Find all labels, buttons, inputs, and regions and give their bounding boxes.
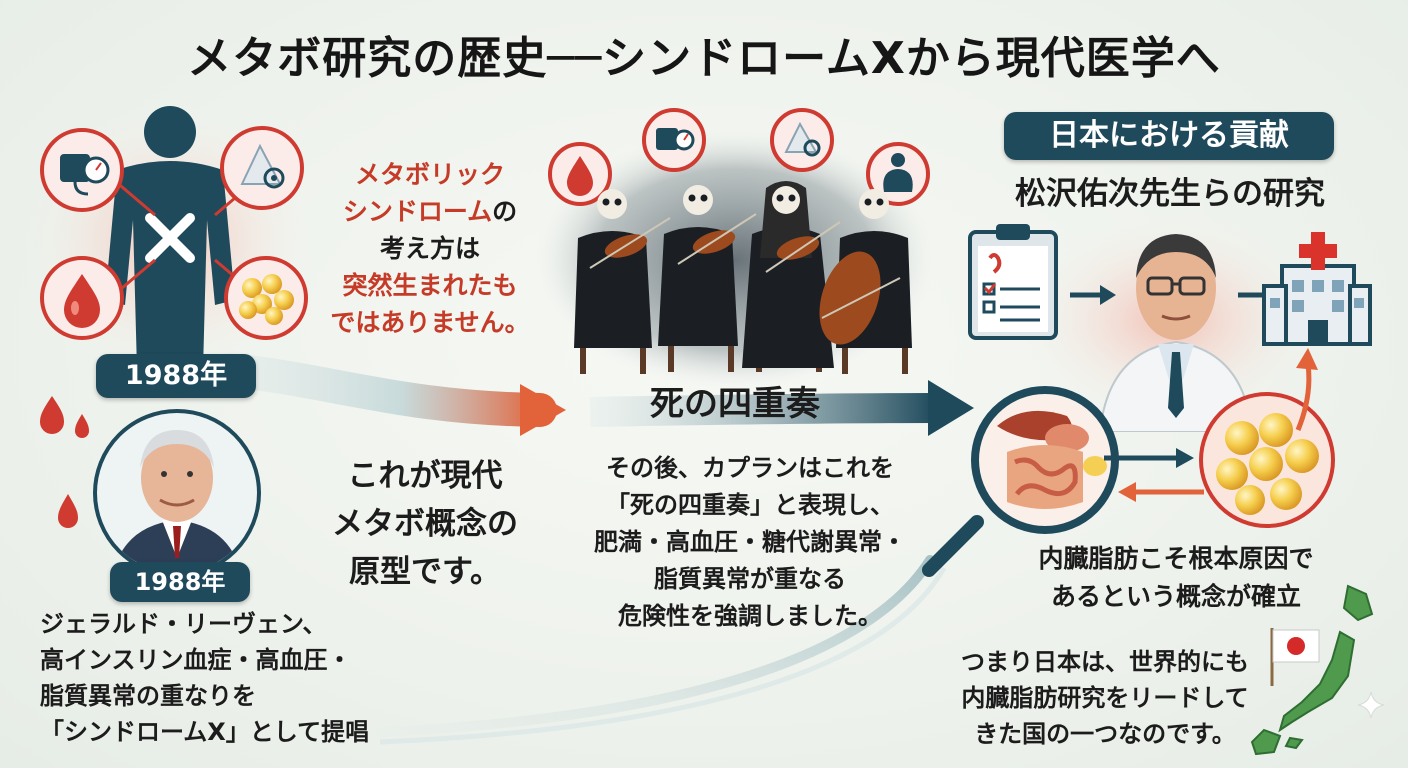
intro-line2: シンドロームの: [300, 193, 560, 230]
doctor-portrait: [1098, 234, 1254, 432]
clipboard-icon: [968, 224, 1058, 340]
visceral-fat-line1: 内臓脂肪こそ根本原因で: [1038, 544, 1314, 573]
sugar-crystal-icon: [220, 126, 304, 210]
conclusion-line1: つまり日本は、世界的にも: [961, 648, 1249, 676]
hospital-icon: [1262, 232, 1372, 346]
intro-line2-rest: の: [492, 197, 518, 226]
prototype-text: これが現代 メタボ概念の 原型です。: [300, 452, 550, 596]
intro-line2-highlight: シンドローム: [342, 197, 493, 226]
intro-line4: 突然生まれたも: [342, 271, 518, 300]
year-badge-top: 1988年: [96, 354, 256, 398]
prototype-line1: これが現代: [347, 458, 503, 494]
kaplan-caption-line1: その後、カプランはこれを: [606, 454, 894, 482]
arrow-clipboard-to-doctor: [1070, 285, 1116, 305]
intro-line3: 考え方は: [379, 234, 480, 263]
sugar-crystal-small-icon: [770, 108, 834, 172]
prototype-line2: メタボ概念の: [332, 506, 518, 542]
conclusion-line3: きた国の一つなのです。: [974, 720, 1236, 748]
blood-pressure-icon: [40, 128, 124, 212]
death-quartet-label: 死の四重奏: [650, 384, 820, 424]
kaplan-caption-line4: 脂質異常が重なる: [654, 565, 846, 593]
skeleton-quartet-illustration: [574, 181, 912, 374]
blood-drop-icon: [40, 256, 124, 340]
reaven-portrait: [93, 409, 261, 577]
kaplan-caption-line3: 肥満・高血圧・糖代謝異常・: [594, 528, 906, 556]
kaplan-caption: その後、カプランはこれを 「死の四重奏」と表現し、 肥満・高血圧・糖代謝異常・ …: [570, 450, 930, 635]
sparkle-icon: [1357, 691, 1385, 719]
intro-line5: ではありません。: [330, 308, 530, 337]
reaven-caption-line4: 「シンドロームX」として提唱: [40, 718, 370, 746]
kaplan-caption-line2: 「死の四重奏」と表現し、: [606, 491, 894, 519]
reaven-caption: ジェラルド・リーヴェン、 高インスリン血症・高血圧・ 脂質異常の重なりを 「シン…: [40, 606, 369, 750]
matsuzawa-subtitle: 松沢佑次先生らの研究: [1015, 176, 1325, 212]
conclusion-line2: 内臓脂肪研究をリードして: [961, 684, 1249, 712]
reaven-caption-line3: 脂質異常の重なりを: [40, 682, 256, 710]
intro-text: メタボリック シンドロームの 考え方は 突然生まれたも ではありません。: [300, 156, 560, 341]
body-silhouette-icon: [105, 106, 235, 370]
blood-drops-decor: [40, 396, 89, 528]
page-title: メタボ研究の歴史──シンドロームXから現代医学へ: [187, 33, 1221, 84]
year-badge-bottom: 1988年: [110, 562, 250, 602]
reaven-caption-line1: ジェラルド・リーヴェン、: [40, 610, 327, 638]
visceral-fat-line2: あるという概念が確立: [1050, 582, 1301, 611]
visceral-fat-text: 内臓脂肪こそ根本原因で あるという概念が確立: [976, 540, 1376, 616]
reaven-caption-line2: 高インスリン血症・高血圧・: [40, 646, 352, 674]
fat-cells-icon: [224, 256, 308, 340]
japan-map-icon: [1250, 584, 1374, 756]
kaplan-caption-line5: 危険性を強調しました。: [618, 602, 882, 630]
japan-contribution-badge: 日本における貢献: [1004, 112, 1334, 160]
intro-line1: メタボリック: [354, 160, 505, 189]
japan-flag-icon: [1270, 628, 1320, 686]
conclusion-text: つまり日本は、世界的にも 内臓脂肪研究をリードして きた国の一つなのです。: [940, 644, 1270, 752]
arrow-fat-to-hospital: [1295, 348, 1318, 431]
organ-fat-arrows: [1104, 448, 1204, 502]
prototype-line3: 原型です。: [349, 554, 501, 590]
blood-pressure-small-icon: [642, 108, 706, 172]
